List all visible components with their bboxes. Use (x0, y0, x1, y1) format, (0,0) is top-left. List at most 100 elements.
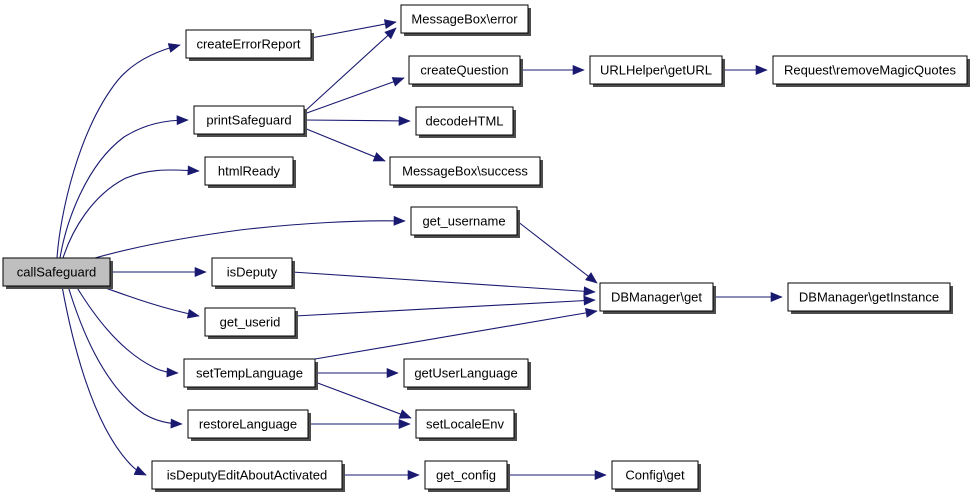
edge-printSafeguard-to-MessageBoxSuccess (303, 127, 386, 162)
node-setLocaleEnv[interactable]: setLocaleEnv (415, 409, 517, 441)
edge-arrowhead (372, 152, 386, 162)
node-getUserLanguage[interactable]: getUserLanguage (403, 358, 531, 390)
node-box[interactable] (787, 282, 951, 312)
node-box[interactable] (403, 358, 529, 388)
node-MessageBoxError[interactable]: MessageBox\error (400, 4, 531, 36)
edge-line (94, 220, 406, 259)
edge-arrowhead (398, 115, 411, 126)
node-isDeputy[interactable]: isDeputy (211, 257, 295, 289)
edge-arrowhead (407, 470, 420, 480)
node-get_username[interactable]: get_username (410, 206, 520, 238)
edge-arrowhead (594, 470, 607, 480)
edge-line (303, 27, 397, 113)
node-box[interactable] (211, 257, 293, 287)
node-box[interactable] (183, 358, 316, 388)
node-createErrorReport[interactable]: createErrorReport (185, 29, 314, 61)
edge-createErrorReport-to-MessageBoxError (310, 19, 397, 39)
node-URLHelperGetURL[interactable]: URLHelper\getURL (589, 55, 725, 87)
edge-arrowhead (186, 308, 200, 319)
edge-URLHelperGetURL-to-RequestRemoveMagicQuotes (722, 65, 768, 75)
edge-restoreLanguage-to-setLocaleEnv (308, 419, 411, 429)
node-box[interactable] (589, 55, 723, 85)
edge-arrowhead (166, 367, 179, 378)
edge-line (303, 127, 386, 162)
node-isDeputyEditAboutActivated[interactable]: isDeputyEditAboutActivated (151, 460, 345, 492)
node-box[interactable] (185, 29, 312, 59)
edge-callSafeguard-to-isDeputy (110, 267, 207, 277)
node-box[interactable] (599, 282, 714, 312)
edge-arrowhead (585, 308, 598, 318)
node-ConfigGet[interactable]: Config\get (611, 460, 701, 492)
node-restoreLanguage[interactable]: restoreLanguage (187, 409, 311, 441)
node-box[interactable] (400, 4, 529, 34)
node-box[interactable] (415, 106, 514, 136)
edge-line (67, 285, 183, 425)
edge-arrowhead (583, 295, 596, 306)
edge-arrowhead (391, 77, 405, 87)
node-decodeHTML[interactable]: decodeHTML (415, 106, 516, 138)
node-box[interactable] (151, 460, 343, 490)
edge-get_userid-to-DBManagerGet (294, 295, 596, 317)
node-RequestRemoveMagicQuotes[interactable]: Request\removeMagicQuotes (772, 55, 970, 87)
edge-setTempLanguage-to-getUserLanguage (315, 368, 399, 378)
node-box[interactable] (193, 105, 305, 135)
node-DBManagerGet[interactable]: DBManager\get (599, 282, 716, 314)
edge-arrowhead (398, 409, 412, 419)
node-printSafeguard[interactable]: printSafeguard (193, 105, 307, 137)
node-box[interactable] (772, 55, 968, 85)
node-MessageBoxSuccess[interactable]: MessageBox\success (389, 156, 543, 188)
edge-callSafeguard-to-isDeputyEditAboutActivated (61, 285, 147, 476)
edge-createQuestion-to-URLHelperGetURL (520, 65, 585, 75)
edge-arrowhead (133, 465, 147, 476)
node-box[interactable] (389, 156, 541, 186)
edge-line (303, 77, 405, 115)
edge-DBManagerGet-to-DBManagerGetInstance (713, 292, 783, 302)
node-box[interactable] (408, 55, 521, 85)
edge-setTempLanguage-to-setLocaleEnv (314, 381, 412, 419)
node-callSafeguard[interactable]: callSafeguard (2, 257, 113, 289)
edge-arrowhead (384, 27, 397, 40)
edge-isDeputy-to-DBManagerGet (291, 271, 596, 297)
edge-arrowhead (585, 272, 598, 284)
node-box[interactable] (611, 460, 699, 490)
edge-arrowhead (398, 419, 411, 429)
node-box[interactable] (2, 257, 111, 287)
edge-line (310, 21, 397, 39)
edge-get_username-to-DBManagerGet (516, 220, 598, 284)
edge-arrowhead (583, 286, 596, 297)
edge-printSafeguard-to-MessageBoxError (303, 27, 397, 113)
edge-arrowhead (755, 65, 768, 75)
edge-arrowhead (383, 19, 397, 29)
node-box[interactable] (410, 206, 518, 236)
edge-callSafeguard-to-restoreLanguage (67, 285, 183, 429)
edge-line (59, 119, 189, 259)
node-createQuestion[interactable]: createQuestion (408, 55, 523, 87)
node-setTempLanguage[interactable]: setTempLanguage (183, 358, 318, 390)
node-box[interactable] (204, 156, 294, 186)
edge-line (314, 310, 598, 360)
node-htmlReady[interactable]: htmlReady (204, 156, 296, 188)
edge-arrowhead (167, 43, 181, 53)
edge-arrowhead (770, 292, 783, 302)
edge-arrowhead (170, 418, 183, 429)
node-box[interactable] (187, 409, 309, 439)
edge-line (303, 119, 411, 122)
edge-callSafeguard-to-htmlReady (62, 165, 200, 259)
node-DBManagerGetInstance[interactable]: DBManager\getInstance (787, 282, 953, 314)
edge-printSafeguard-to-createQuestion (303, 77, 405, 115)
node-get_userid[interactable]: get_userid (204, 307, 298, 339)
edges-layer (56, 19, 783, 480)
edge-printSafeguard-to-decodeHTML (303, 115, 411, 126)
edge-line (291, 271, 596, 293)
edge-callSafeguard-to-get_username (94, 215, 406, 259)
edge-line (516, 220, 598, 284)
edge-line (62, 169, 200, 259)
edge-callSafeguard-to-printSafeguard (59, 115, 189, 259)
node-box[interactable] (415, 409, 515, 439)
edge-line (314, 381, 412, 419)
edge-get_config-to-ConfigGet (507, 470, 607, 480)
node-get_config[interactable]: get_config (424, 460, 510, 492)
node-box[interactable] (204, 307, 296, 337)
node-box[interactable] (424, 460, 508, 490)
